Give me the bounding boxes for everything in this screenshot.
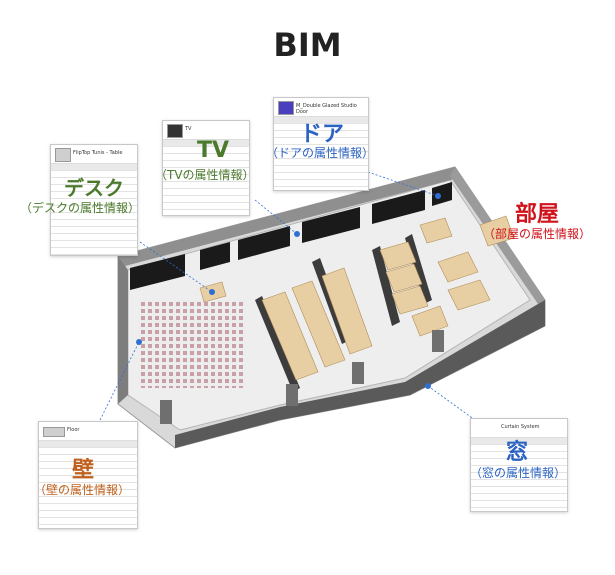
label-desk: デスク [64,176,124,200]
label-room: 部屋 [515,202,560,227]
leader-door [367,171,439,197]
chair-array-left [140,300,245,388]
property-panel-door: M_Double Glazed Studio Door [273,97,369,191]
label-window: 窓 [506,440,529,465]
marker-wall [136,339,142,345]
label-door-sub: （ドアの属性情報） [266,146,375,160]
wall-panel [238,226,290,260]
wall-panel [302,207,360,243]
panel-wall-name: Floor [67,427,80,433]
label-wall-sub: （壁の属性情報） [34,483,131,497]
panel-window-name: Curtain System [501,424,540,430]
label-door: ドア [300,122,345,147]
property-panel-wall: Floor [38,421,138,529]
partition-wall [255,296,300,392]
leader-wall [99,341,140,421]
room-desks [199,215,515,337]
back-wall [118,167,462,266]
wall-panel [200,242,230,270]
label-tv: TV [197,138,230,163]
page-title: BIM [273,26,342,64]
property-panel-desk: FlipTop Tunis - Table [50,144,138,256]
property-panel-window: Curtain System [470,418,568,512]
partition-wall [372,246,400,326]
left-wall [118,256,128,404]
wall-panel [372,190,425,224]
label-window-sub: （窓の属性情報） [470,466,567,480]
panel-tv-name: TV [185,126,192,132]
wall-thumbnail [43,427,65,437]
desk-thumbnail [55,148,71,162]
property-panel-tv: TV [162,120,250,216]
wall-panel [432,182,452,206]
marker-desk [209,289,215,295]
label-tv-sub: （TVの属性情報） [155,168,255,182]
marker-door [435,193,441,199]
door-thumbnail [278,101,294,115]
label-room-sub: （部屋の属性情報） [483,227,592,241]
panel-door-name: M_Double Glazed Studio Door [296,103,357,115]
leader-desk [139,241,213,293]
tv-thumbnail [167,124,183,138]
marker-window [425,383,431,389]
leader-tv [254,199,298,235]
label-desk-sub: （デスクの属性情報） [20,201,141,215]
panel-desk-name: FlipTop Tunis - Table [73,150,123,156]
marker-tv [294,231,300,237]
label-wall: 壁 [72,458,95,483]
front-curtain-wall [175,300,545,448]
desk-rows [261,267,373,381]
columns [160,330,444,424]
wall-panel [130,254,185,290]
leader-window [427,385,476,421]
